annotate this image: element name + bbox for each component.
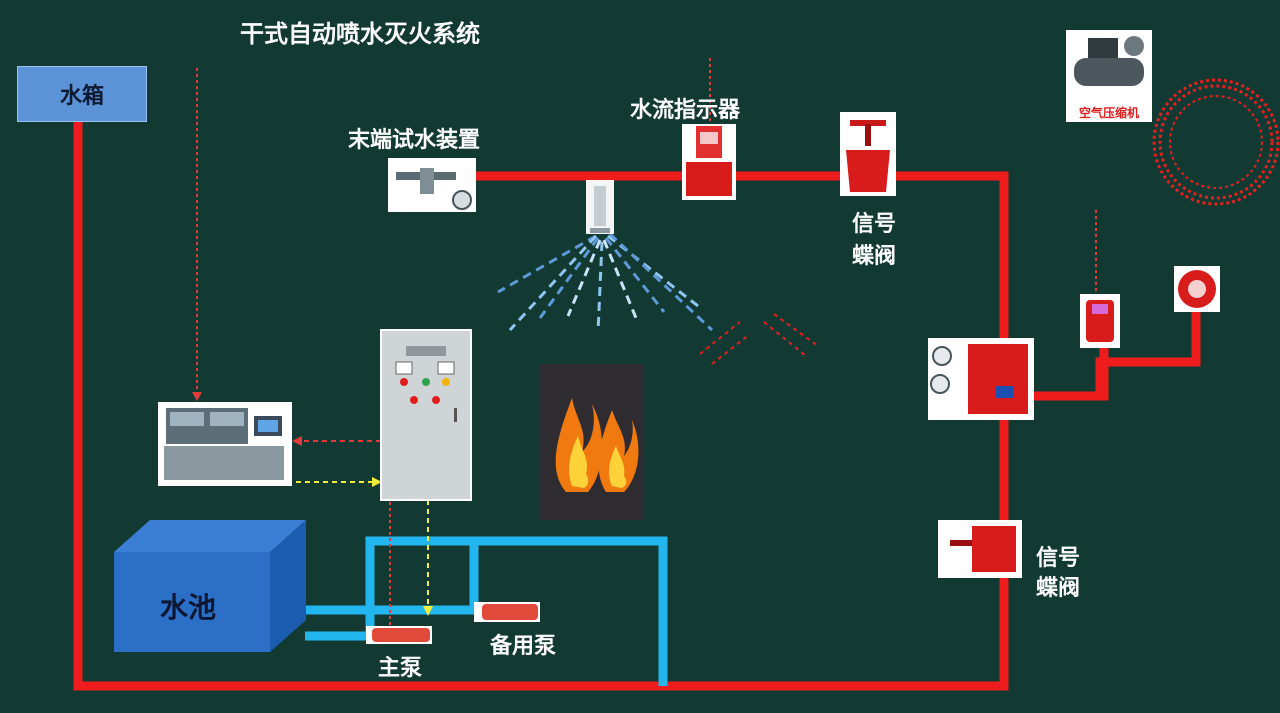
signal-lines bbox=[196, 58, 1097, 626]
air-compressor-label: 空气压缩机 bbox=[1078, 106, 1139, 120]
water-pool bbox=[114, 520, 306, 652]
backup-pump-label: 备用泵 bbox=[490, 634, 557, 659]
flow-indicator-icon bbox=[682, 124, 736, 200]
main-pump-label: 主泵 bbox=[378, 656, 423, 681]
pressure-switch-icon bbox=[1080, 294, 1120, 348]
end-test-device-icon bbox=[388, 158, 476, 212]
signal-butterfly-valve-bottom-icon bbox=[938, 520, 1022, 578]
main-pump-icon bbox=[366, 626, 432, 644]
diagram-title: 干式自动喷水灭火系统 bbox=[240, 20, 480, 48]
flow-indicator-label: 水流指示器 bbox=[630, 98, 741, 123]
control-cabinet-icon bbox=[380, 329, 472, 501]
fire-icon bbox=[540, 364, 644, 520]
pool-label: 水池 bbox=[160, 591, 217, 624]
signal-valve-top-label-2: 蝶阀 bbox=[852, 244, 897, 269]
signal-valve-bottom-label-2: 蝶阀 bbox=[1036, 576, 1081, 601]
air-compressor-icon bbox=[1066, 30, 1152, 122]
water-tank-label: 水箱 bbox=[59, 84, 104, 109]
sprinkler-head-icon bbox=[586, 180, 614, 234]
air-coil bbox=[1152, 78, 1280, 206]
backup-pump-icon bbox=[474, 602, 540, 622]
signal-valve-bottom-label-1: 信号 bbox=[1036, 546, 1081, 571]
signal-valve-top-label-1: 信号 bbox=[852, 212, 897, 237]
water-tank: 水箱 bbox=[17, 66, 147, 122]
blue-pump-pipe bbox=[305, 536, 668, 686]
arrow-down-to-console bbox=[192, 392, 202, 401]
fire-control-console-icon bbox=[158, 402, 292, 486]
dry-pipe-alarm-valve-icon bbox=[928, 338, 1034, 420]
spray-drops bbox=[699, 313, 819, 365]
signal-butterfly-valve-top-icon bbox=[840, 112, 896, 196]
water-spray bbox=[497, 232, 714, 333]
end-test-device-label: 末端试水装置 bbox=[348, 128, 481, 153]
alarm-bell-icon bbox=[1174, 266, 1220, 312]
